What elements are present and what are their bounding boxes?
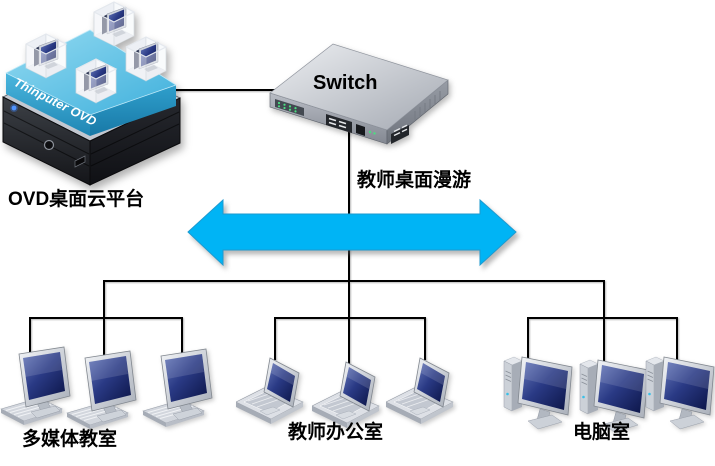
virtual-desktop-cube-icon (125, 36, 167, 82)
vent-slats (414, 91, 441, 120)
laptop-icon (236, 357, 304, 425)
switch-icon (269, 43, 449, 145)
port-module (326, 114, 376, 136)
switch-label: Switch (313, 72, 378, 94)
power-button (43, 139, 55, 151)
roaming-label: 教师桌面漫游 (357, 170, 472, 191)
group-label-computer-room: 电脑室 (573, 422, 631, 443)
virtual-desktop-cube-icon (93, 1, 135, 47)
monitor-icon (645, 356, 715, 430)
roaming-arrow-shape (187, 198, 517, 267)
power-led (11, 105, 17, 111)
server-label: OVD桌面云平台 (8, 189, 145, 210)
bidirectional-arrow-icon (187, 198, 517, 267)
desktop-computer-icon (66, 350, 137, 430)
side-port-module (391, 124, 409, 144)
virtual-desktop-cube-icon (25, 33, 67, 79)
group-label-teacher-office: 教师办公室 (288, 422, 384, 443)
connector-line-group (29, 89, 678, 366)
led-module (275, 99, 304, 116)
ovd-server-icon: Thinputer OVD (2, 1, 181, 186)
monitor-icon (503, 356, 573, 430)
group-label-multimedia-classroom: 多媒体教室 (22, 429, 118, 450)
desktop-computer-icon (142, 348, 213, 428)
virtual-desktop-cube-icon (75, 58, 117, 104)
front-port (74, 155, 86, 168)
laptop-icon (386, 357, 454, 425)
